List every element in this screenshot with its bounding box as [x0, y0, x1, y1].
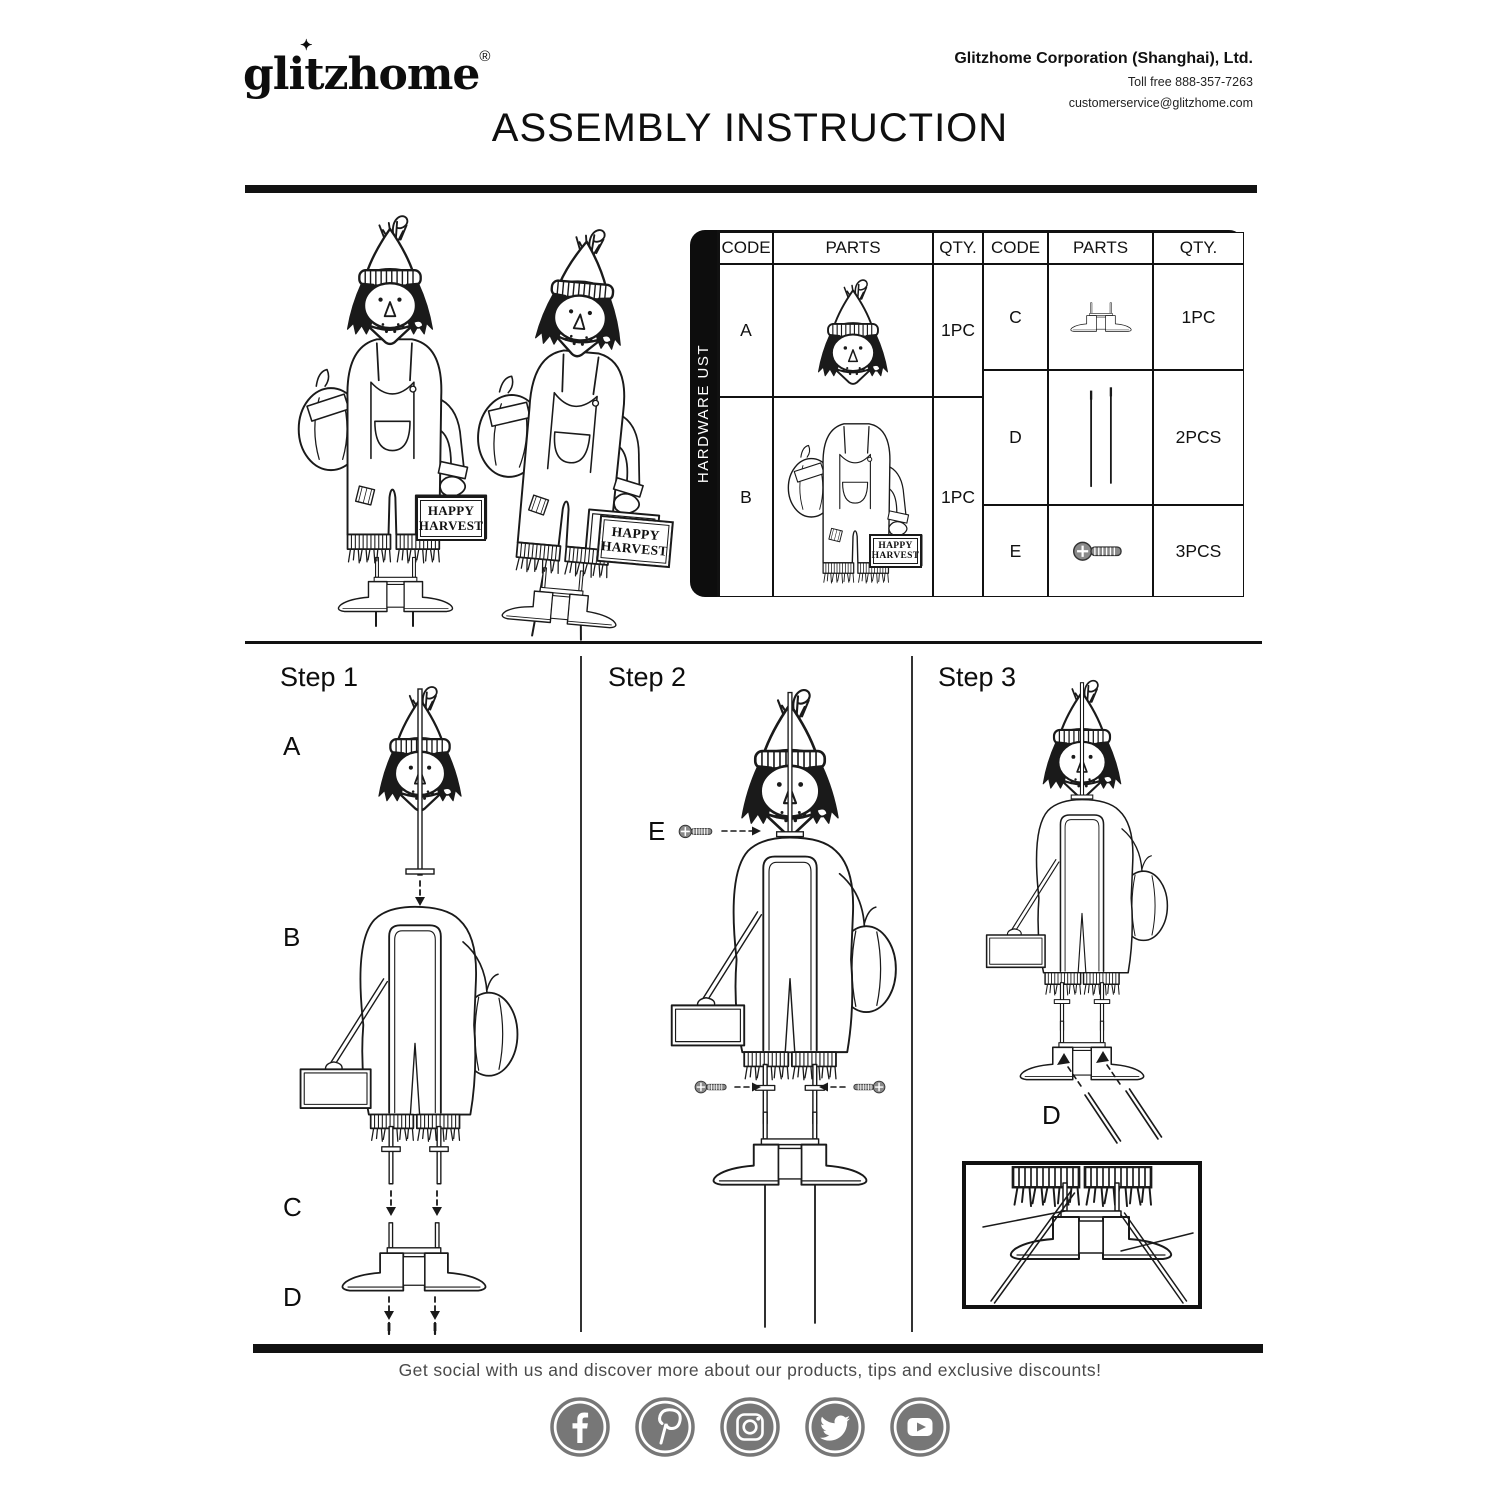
- part-image-head: [773, 264, 933, 397]
- step2-title: Step 2: [608, 662, 687, 692]
- part-code-a: A: [719, 264, 773, 397]
- part-image-screw: [1048, 505, 1153, 597]
- sparkle-icon: ✦: [300, 36, 313, 54]
- instagram-icon[interactable]: [719, 1396, 781, 1458]
- step3-label-d: D: [1042, 1100, 1061, 1130]
- col-header-code: CODE: [719, 232, 773, 264]
- part-code-c: C: [983, 264, 1048, 370]
- happy-harvest-sign: HAPPY HARVEST: [416, 496, 486, 541]
- col-header-qty: QTY.: [933, 232, 983, 264]
- company-name: Glitzhome Corporation (Shanghai), Ltd.: [954, 50, 1253, 67]
- step3-title: Step 3: [938, 662, 1017, 692]
- brand-logo-text: glitzhome: [243, 49, 480, 100]
- happy-harvest-sign: HAPPY HARVEST: [596, 514, 674, 569]
- sign-line1: HAPPY: [878, 540, 913, 551]
- sign-line1: HAPPY: [427, 503, 475, 519]
- hardware-table: CODE PARTS QTY. CODE PARTS QTY. A 1PC B …: [717, 230, 1244, 597]
- part-image-stakes: [1048, 370, 1153, 505]
- part-code-b: B: [719, 397, 773, 597]
- part-qty-c: 1PC: [1153, 264, 1244, 370]
- scarecrow-front-illustration: [275, 215, 505, 627]
- sign-line2: HARVEST: [418, 517, 484, 533]
- top-divider: [245, 185, 1257, 193]
- youtube-icon[interactable]: [889, 1396, 951, 1458]
- part-qty-d: 2PCS: [1153, 370, 1244, 505]
- facebook-icon[interactable]: [549, 1396, 611, 1458]
- part-qty-e: 3PCS: [1153, 505, 1244, 597]
- scarecrow-side-illustration: [455, 224, 685, 641]
- company-phone: Toll free 888-357-7263: [1127, 75, 1253, 89]
- col-header-code: CODE: [983, 232, 1048, 264]
- step1-label-b: B: [283, 922, 301, 952]
- part-image-boots: [1048, 264, 1153, 370]
- step2-diagram: [582, 655, 912, 1328]
- col-header-parts: PARTS: [1048, 232, 1153, 264]
- company-email: customerservice@glitzhome.com: [1068, 96, 1253, 110]
- sign-line2: HARVEST: [871, 551, 920, 561]
- col-header-parts: PARTS: [773, 232, 933, 264]
- screw-icon: [1072, 540, 1122, 562]
- social-message: Get social with us and discover more abo…: [398, 1360, 1102, 1380]
- step1-diagram: [255, 685, 580, 1335]
- twitter-icon[interactable]: [804, 1396, 866, 1458]
- step1-label-d: D: [283, 1282, 302, 1312]
- scarecrow-head-icon: [817, 279, 889, 386]
- social-icons-row: [0, 1396, 1500, 1458]
- hardware-list-label: HARDWARE UST: [695, 343, 712, 484]
- step1-label-a: A: [283, 731, 301, 761]
- part-code-e: E: [983, 505, 1048, 597]
- happy-harvest-sign: HAPPY HARVEST: [869, 534, 922, 568]
- page-title: ASSEMBLY INSTRUCTION: [491, 106, 1009, 150]
- step2-label-e: E: [648, 816, 666, 846]
- step3-diagram: [962, 655, 1202, 1309]
- step1-title: Step 1: [280, 662, 359, 692]
- middle-divider: [245, 641, 1262, 644]
- brand-logo: ✦glitzhome®: [243, 36, 490, 100]
- bottom-divider: [253, 1344, 1263, 1353]
- part-qty-b: 1PC: [933, 397, 983, 597]
- step1-label-c: C: [283, 1192, 302, 1222]
- col-header-qty: QTY.: [1153, 232, 1244, 264]
- hardware-list-strip: HARDWARE UST: [690, 230, 717, 597]
- part-code-d: D: [983, 370, 1048, 505]
- step-separator: [580, 656, 582, 1332]
- step-separator: [911, 656, 913, 1332]
- ground-stakes-icon: [1088, 386, 1113, 488]
- part-qty-a: 1PC: [933, 264, 983, 397]
- boot-stand-icon: [1069, 302, 1132, 332]
- pinterest-icon[interactable]: [634, 1396, 696, 1458]
- registered-mark: ®: [479, 48, 490, 65]
- company-info: Glitzhome Corporation (Shanghai), Ltd. T…: [954, 50, 1253, 110]
